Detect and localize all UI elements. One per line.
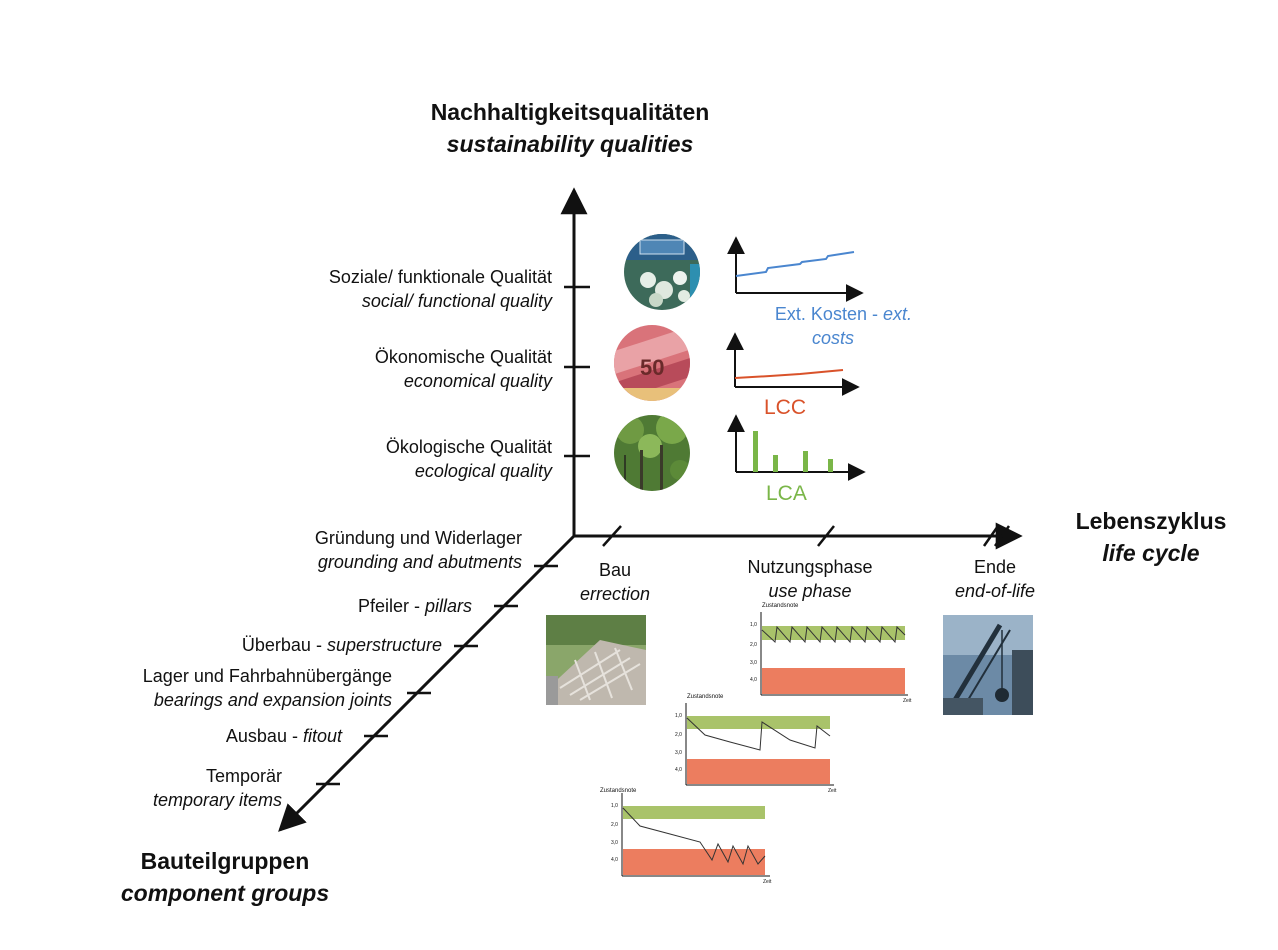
component-temporary: Temporär temporary items (80, 764, 282, 812)
ext-costs-label-en: ext. (882, 304, 912, 324)
depth-axis-title-de: Bauteilgruppen (140, 848, 310, 874)
horizontal-axis-title: Lebenszyklus life cycle (1046, 505, 1256, 569)
component-superstructure: Überbau - superstructure (150, 633, 442, 657)
cc1-tick-1: 1,0 (750, 622, 757, 628)
phase-use-en: use phase (768, 581, 852, 601)
horizontal-axis-title-en: life cycle (1102, 540, 1200, 566)
component-fitout-de: Ausbau (225, 726, 287, 746)
ecological-photo (614, 415, 690, 491)
cc2-x-title: Zeit (828, 788, 837, 794)
component-fitout-en: fitout (302, 726, 342, 746)
depth-axis-title: Bauteilgruppen component groups (80, 845, 370, 909)
condition-chart-3 (621, 793, 770, 877)
phase-use: Nutzungsphase use phase (720, 555, 900, 603)
component-superstructure-de: Überbau (241, 635, 311, 655)
horizontal-axis-title-de: Lebenszyklus (1075, 508, 1227, 534)
quality-social: Soziale/ funktionale Qualität social/ fu… (230, 265, 552, 313)
construction-photo (546, 615, 646, 705)
phase-use-de: Nutzungsphase (747, 557, 873, 577)
social-photo (624, 234, 700, 310)
quality-social-de: Soziale/ funktionale Qualität (328, 267, 552, 287)
vertical-axis-title-de: Nachhaltigkeitsqualitäten (430, 99, 710, 125)
ext-costs-chart (727, 236, 864, 302)
vertical-axis-title: Nachhaltigkeitsqualitäten sustainability… (380, 96, 760, 160)
component-grounding: Gründung und Widerlager grounding and ab… (200, 526, 522, 574)
vertical-axis-title-en: sustainability qualities (446, 131, 694, 157)
quality-social-en: social/ functional quality (361, 291, 552, 311)
component-pillars-de: Pfeiler (357, 596, 409, 616)
cc2-tick-3: 3,0 (675, 750, 682, 756)
component-temporary-de: Temporär (205, 766, 282, 786)
phase-erection-en: errection (579, 584, 651, 604)
cc3-tick-1: 1,0 (611, 803, 618, 809)
ext-costs-label-de: Ext. Kosten - (774, 304, 878, 324)
condition-chart-2 (685, 703, 834, 786)
cc1-x-title: Zeit (903, 698, 912, 704)
component-fitout-sep: - (286, 726, 303, 746)
component-bearings-de: Lager und Fahrbahnübergänge (142, 666, 392, 686)
depth-axis (278, 534, 576, 832)
ext-costs-label: Ext. Kosten - ext. costs (720, 302, 912, 350)
horizontal-ticks (602, 525, 1011, 547)
condition-chart-1 (760, 612, 908, 696)
component-superstructure-en: superstructure (326, 635, 442, 655)
phase-end-en: end-of-life (954, 581, 1036, 601)
lca-chart (727, 414, 866, 481)
phase-end: Ende end-of-life (935, 555, 1055, 603)
economic-photo: 50 (614, 325, 690, 401)
cc2-tick-2: 2,0 (675, 732, 682, 738)
cc3-tick-3: 3,0 (611, 840, 618, 846)
cc1-tick-3: 3,0 (750, 660, 757, 666)
cc2-tick-4: 4,0 (675, 767, 682, 773)
cc3-tick-4: 4,0 (611, 857, 618, 863)
cc2-y-title: Zustandsnote (687, 694, 724, 700)
cc1-tick-2: 2,0 (750, 642, 757, 648)
phase-erection: Bau errection (555, 558, 675, 606)
component-superstructure-sep: - (310, 635, 327, 655)
quality-economic-en: economical quality (403, 371, 552, 391)
component-pillars: Pfeiler - pillars (200, 594, 472, 618)
component-grounding-en: grounding and abutments (317, 552, 522, 572)
phase-end-de: Ende (973, 557, 1017, 577)
quality-ecological-de: Ökologische Qualität (385, 437, 552, 457)
depth-axis-title-en: component groups (120, 880, 330, 906)
cc3-x-title: Zeit (763, 879, 772, 885)
cc1-y-title: Zustandsnote (762, 603, 799, 609)
quality-economic: Ökonomische Qualität economical quality (230, 345, 552, 393)
ext-costs-label-en2: costs (811, 328, 854, 348)
component-pillars-en: pillars (424, 596, 472, 616)
cc3-y-title: Zustandsnote (600, 788, 637, 794)
demolition-photo (943, 615, 1033, 715)
lcc-chart (726, 332, 860, 396)
quality-ecological: Ökologische Qualität ecological quality (230, 435, 552, 483)
phase-erection-de: Bau (598, 560, 632, 580)
cc3-tick-2: 2,0 (611, 822, 618, 828)
vertical-ticks (564, 285, 590, 458)
component-temporary-en: temporary items (152, 790, 282, 810)
lcc-label: LCC (764, 396, 807, 419)
cc1-tick-4: 4,0 (750, 677, 757, 683)
quality-ecological-en: ecological quality (414, 461, 552, 481)
component-bearings: Lager und Fahrbahnübergänge bearings and… (80, 664, 392, 712)
component-grounding-de: Gründung und Widerlager (314, 528, 522, 548)
component-bearings-en: bearings and expansion joints (153, 690, 392, 710)
cc2-tick-1: 1,0 (675, 713, 682, 719)
depth-ticks (316, 564, 558, 786)
component-pillars-sep: - (408, 596, 425, 616)
svg-text:50: 50 (640, 355, 664, 380)
quality-economic-de: Ökonomische Qualität (374, 347, 552, 367)
component-fitout: Ausbau - fitout (100, 724, 342, 748)
lca-label: LCA (766, 482, 807, 505)
